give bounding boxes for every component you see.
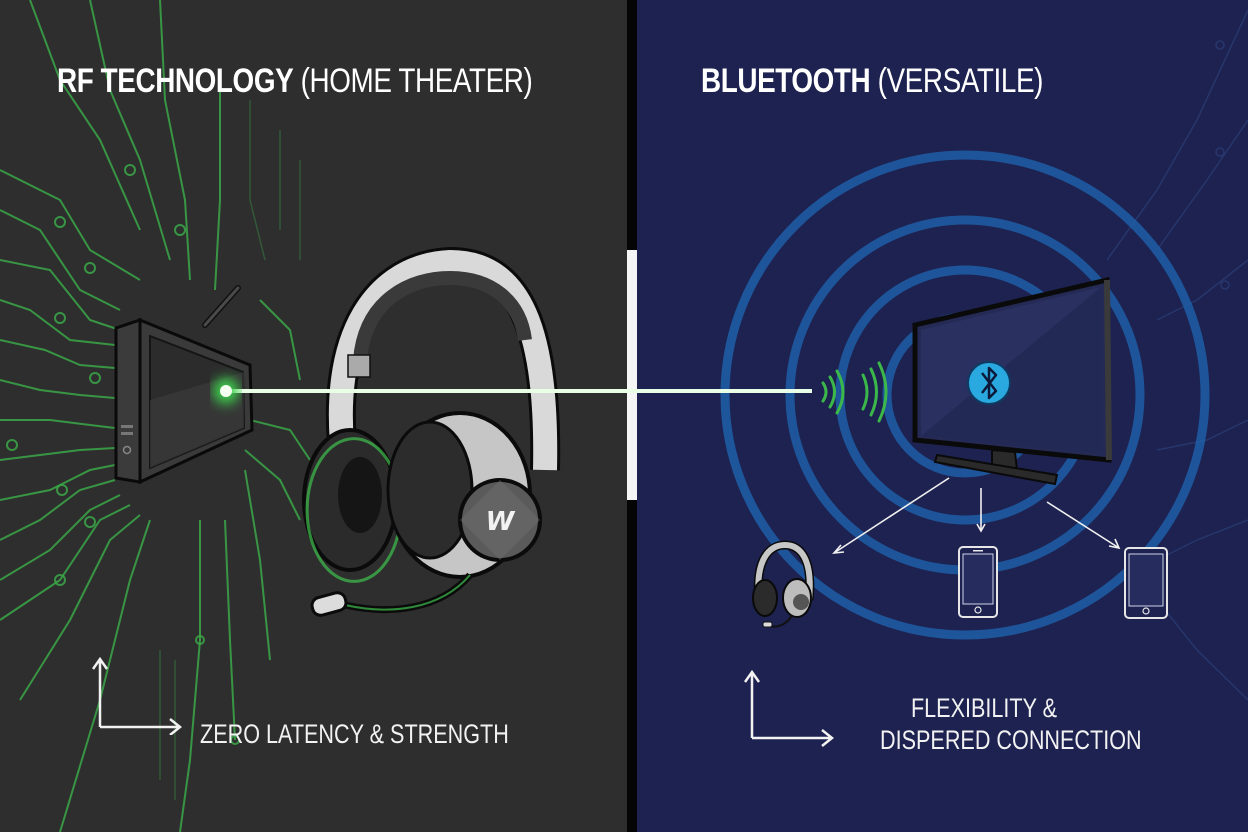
bluetooth-icon bbox=[967, 361, 1011, 405]
small-headset-icon bbox=[752, 540, 815, 628]
bluetooth-corner-arrow-icon bbox=[743, 668, 844, 753]
panel-divider-highlight bbox=[627, 250, 637, 500]
bluetooth-caption-line2: DISPERED CONNECTION bbox=[880, 725, 1142, 755]
smartphone-icon bbox=[958, 546, 998, 618]
circuit-traces-green bbox=[0, 0, 311, 832]
rf-title: RF TECHNOLOGY (HOME THEATER) bbox=[57, 62, 533, 101]
rf-transmitter-icon bbox=[114, 285, 254, 485]
tv-icon bbox=[912, 276, 1112, 486]
rf-title-bold: RF TECHNOLOGY bbox=[57, 62, 294, 100]
rf-caption: ZERO LATENCY & STRENGTH bbox=[200, 719, 509, 749]
rf-headset-icon: W bbox=[302, 246, 561, 617]
bluetooth-title-subtitle: (VERSATILE) bbox=[877, 62, 1044, 100]
tablet-icon bbox=[1124, 547, 1168, 619]
distribution-arrows bbox=[832, 477, 1121, 554]
bluetooth-wave-icon bbox=[821, 361, 888, 423]
bluetooth-panel: BLUETOOTH (VERSATILE) bbox=[637, 0, 1248, 832]
bluetooth-caption: FLEXIBILITY & DISPERED CONNECTION bbox=[880, 692, 1142, 756]
bluetooth-title-bold: BLUETOOTH bbox=[701, 62, 871, 100]
headset-logo: W bbox=[486, 507, 516, 537]
bluetooth-caption-line1: FLEXIBILITY & bbox=[910, 693, 1058, 723]
rf-technology-panel: RF TECHNOLOGY (HOME THEATER) W bbox=[0, 0, 627, 832]
rf-corner-arrow-icon bbox=[91, 655, 192, 740]
bluetooth-title: BLUETOOTH (VERSATILE) bbox=[701, 62, 1043, 101]
rf-title-subtitle: (HOME THEATER) bbox=[300, 62, 533, 100]
